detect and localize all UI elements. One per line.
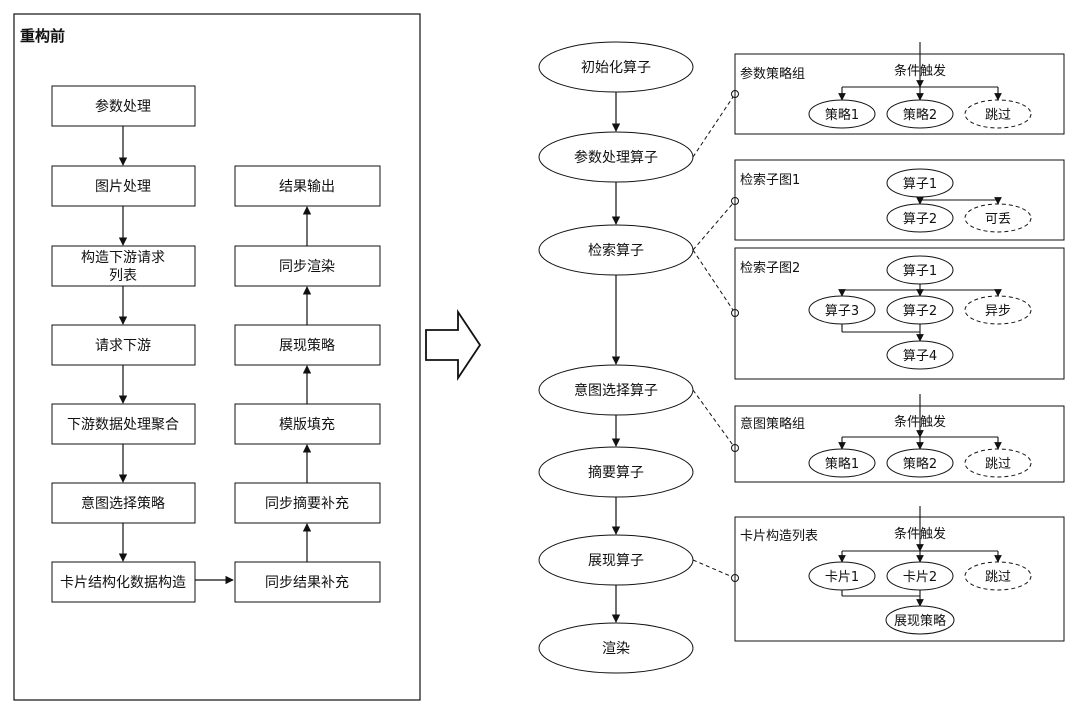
intent-strategy-2 [886,448,954,478]
svg-text:参数策略组: 参数策略组 [740,66,805,82]
operator-render: 渲染 [538,622,694,674]
left-step-sync-render: 同步渲染 [234,245,381,287]
svg-text:意图选择策略: 意图选择策略 [81,495,165,512]
left-step-image: 图片处理 [51,165,196,207]
svg-text:卡片2: 卡片2 [903,570,937,585]
before-refactor-title: 重构前 [20,27,65,45]
svg-text:算子2: 算子2 [903,212,937,227]
left-step-card-data: 卡片结构化数据构造 [51,561,196,603]
group-card-construction: 卡片构造列表 条件触发 卡片1 卡片2 跳过 展现策略 [734,506,1065,642]
left-step-build-request-list: 构造下游请求 列表 [51,245,196,287]
svg-text:检索子图1: 检索子图1 [740,173,800,188]
group-param-strategy: 参数策略组 条件触发 策略1 策略2 跳过 [734,42,1065,135]
card-display-strategy [885,605,955,635]
card-2 [886,561,954,591]
card-1 [808,561,876,591]
left-step-sync-result: 同步结果补充 [234,561,381,603]
svg-text:检索算子: 检索算子 [588,242,644,259]
group-connectors [692,93,736,579]
param-strategy-2 [886,99,954,129]
svg-text:卡片构造列表: 卡片构造列表 [740,529,818,544]
operator-summary: 摘要算子 [538,446,694,498]
search2-op4 [886,340,954,370]
svg-text:意图选择算子: 意图选择算子 [574,382,658,399]
svg-text:算子3: 算子3 [825,304,859,319]
param-strategy-1 [808,99,876,129]
operator-init: 初始化算子 [538,41,694,93]
group-intent-strategy: 意图策略组 条件触发 策略1 策略2 跳过 [734,394,1065,483]
svg-text:参数处理算子: 参数处理算子 [574,149,658,166]
svg-text:跳过: 跳过 [985,570,1011,585]
svg-text:同步结果补充: 同步结果补充 [265,575,349,591]
svg-text:参数处理: 参数处理 [95,98,151,115]
svg-text:请求下游: 请求下游 [95,338,151,354]
svg-text:下游数据处理聚合: 下游数据处理聚合 [67,417,179,433]
operator-display: 展现算子 [538,534,694,586]
svg-text:展现策略: 展现策略 [279,337,335,354]
operator-params: 参数处理算子 [538,131,694,183]
svg-text:图片处理: 图片处理 [95,179,151,195]
svg-text:策略2: 策略2 [903,107,937,123]
left-step-template-fill: 模版填充 [234,403,381,445]
svg-text:意图策略组: 意图策略组 [740,416,805,432]
left-step-output: 结果输出 [234,165,381,207]
before-refactor-panel [13,13,421,701]
left-step-params: 参数处理 [51,85,196,127]
transform-arrow-icon [425,309,482,381]
svg-text:同步摘要补充: 同步摘要补充 [265,495,349,512]
left-step-request-downstream: 请求下游 [51,324,196,366]
left-step-aggregate: 下游数据处理聚合 [51,403,196,445]
svg-text:算子1: 算子1 [903,264,937,279]
svg-text:检索子图2: 检索子图2 [740,261,800,276]
svg-text:跳过: 跳过 [985,108,1011,123]
left-col1-arrows [118,126,234,585]
left-step-display-strategy: 展现策略 [234,324,381,366]
svg-text:策略1: 策略1 [825,456,859,472]
svg-text:算子2: 算子2 [903,304,937,319]
svg-text:可丢: 可丢 [985,212,1011,227]
operator-intent: 意图选择算子 [538,364,694,416]
svg-text:展现算子: 展现算子 [588,553,644,569]
svg-text:渲染: 渲染 [602,641,630,657]
svg-text:展现策略: 展现策略 [894,613,946,629]
svg-text:算子4: 算子4 [903,349,937,364]
search2-op3 [808,295,876,325]
svg-text:摘要算子: 摘要算子 [588,464,644,481]
svg-text:同步渲染: 同步渲染 [279,259,335,275]
left-step-sync-summary: 同步摘要补充 [234,482,381,524]
svg-text:跳过: 跳过 [985,457,1011,472]
param-strategy-skip [964,99,1032,129]
svg-text:算子1: 算子1 [903,177,937,192]
svg-text:列表: 列表 [109,268,137,284]
search1-op2 [886,203,954,233]
group-search-subgraph-1: 检索子图1 算子1 算子2 可丢 [734,159,1065,241]
operator-search: 检索算子 [538,224,694,276]
search2-async [964,295,1032,325]
svg-text:构造下游请求: 构造下游请求 [81,250,165,266]
svg-text:初始化算子: 初始化算子 [581,59,651,76]
intent-strategy-1 [808,448,876,478]
svg-text:策略2: 策略2 [903,456,937,472]
svg-text:异步: 异步 [985,304,1011,319]
intent-strategy-skip [964,448,1032,478]
card-skip [964,561,1032,591]
svg-text:卡片1: 卡片1 [825,570,859,585]
svg-text:卡片结构化数据构造: 卡片结构化数据构造 [60,575,186,591]
group-search-subgraph-2: 检索子图2 算子1 算子3 算子2 异步 算子4 [734,247,1065,380]
search1-droppable [964,203,1032,233]
svg-text:结果输出: 结果输出 [279,179,335,195]
left-step-intent-strategy: 意图选择策略 [51,482,196,524]
svg-text:策略1: 策略1 [825,107,859,123]
svg-text:模版填充: 模版填充 [279,417,335,433]
search2-op2 [886,295,954,325]
